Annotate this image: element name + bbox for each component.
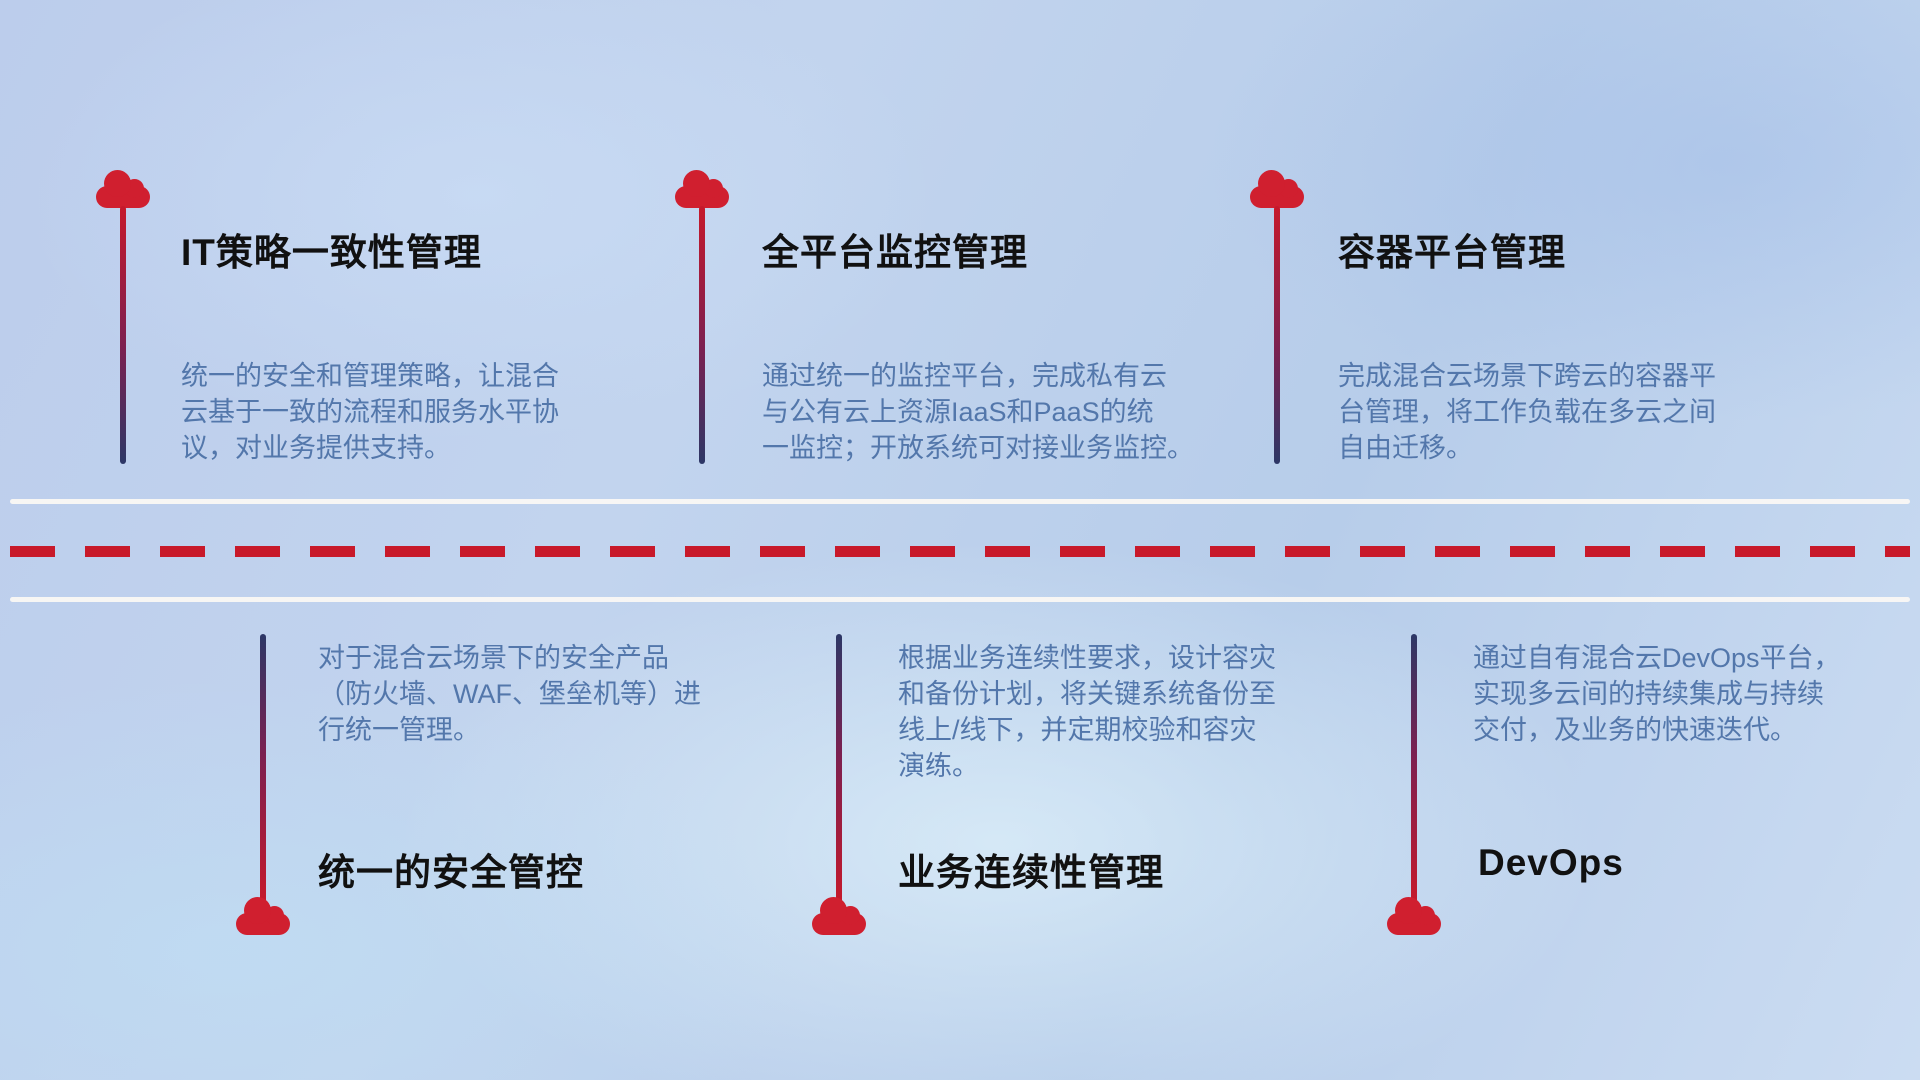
cloud-icon — [812, 897, 866, 935]
connector-line — [1411, 634, 1417, 904]
connector-line — [1274, 206, 1280, 464]
cloud-icon — [96, 170, 150, 208]
item-title: DevOps — [1478, 842, 1624, 883]
item-description: 通过自有混合云DevOps平台， 实现多云间的持续集成与持续 交付，及业务的快速… — [1473, 643, 1841, 745]
connector-line — [120, 206, 126, 464]
item-title: 容器平台管理 — [1338, 232, 1566, 273]
item-description: 对于混合云场景下的安全产品 （防火墙、WAF、堡垒机等）进 行统一管理。 — [318, 643, 701, 745]
item-title: 业务连续性管理 — [898, 852, 1164, 893]
road-bottom-line — [10, 597, 1910, 602]
item-description: 根据业务连续性要求，设计容灾 和备份计划，将关键系统备份至 线上/线下，并定期校… — [898, 643, 1276, 781]
connector-line — [836, 634, 842, 904]
cloud-icon — [236, 897, 290, 935]
connector-line — [260, 634, 266, 904]
cloud-icon — [1250, 170, 1304, 208]
item-title: 全平台监控管理 — [762, 232, 1028, 273]
item-title: 统一的安全管控 — [318, 852, 584, 893]
item-description: 统一的安全和管理策略，让混合 云基于一致的流程和服务水平协 议，对业务提供支持。 — [181, 361, 559, 463]
road-center-dashed-line — [10, 546, 1910, 557]
item-title: IT策略一致性管理 — [181, 232, 482, 273]
connector-line — [699, 206, 705, 464]
road-top-line — [10, 499, 1910, 504]
cloud-icon — [1387, 897, 1441, 935]
item-description: 完成混合云场景下跨云的容器平 台管理，将工作负载在多云之间 自由迁移。 — [1338, 361, 1716, 463]
item-description: 通过统一的监控平台，完成私有云 与公有云上资源IaaS和PaaS的统 一监控；开… — [762, 361, 1194, 463]
cloud-icon — [675, 170, 729, 208]
